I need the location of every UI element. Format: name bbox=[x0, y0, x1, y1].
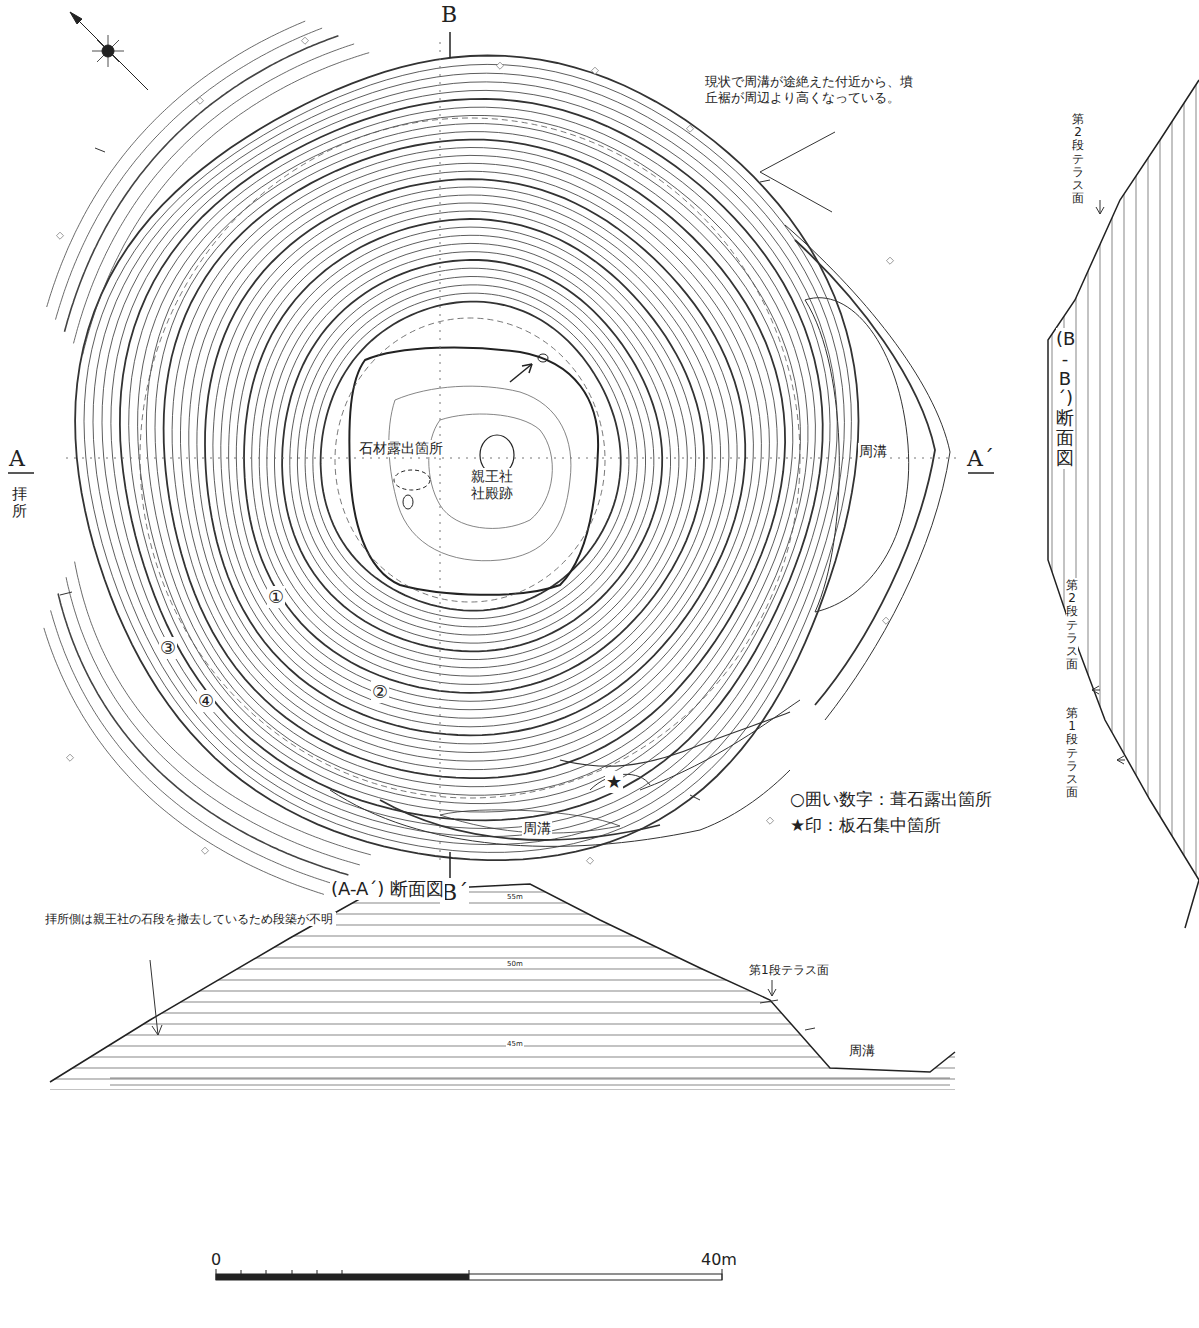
contour-line bbox=[313, 293, 629, 619]
contour-line bbox=[290, 268, 654, 643]
elevation-label: 55m bbox=[506, 893, 524, 901]
contour-line bbox=[75, 562, 371, 855]
elevation-label: 50m bbox=[506, 960, 524, 968]
contour-line bbox=[164, 140, 786, 779]
note-text: 拝所側は親王社の石段を撤去しているため段築が不明 bbox=[44, 912, 336, 926]
summit-plateau bbox=[349, 347, 598, 594]
estimated-outline bbox=[140, 118, 800, 798]
contour-line bbox=[102, 82, 837, 837]
section-b bbox=[1048, 60, 1199, 940]
contour-line bbox=[111, 90, 830, 828]
legend-entry: ○囲い数字：葺石露出箇所 bbox=[790, 788, 992, 811]
contour-line bbox=[244, 219, 704, 693]
callout-number: ① bbox=[267, 586, 285, 608]
contour-line bbox=[120, 99, 823, 820]
grid-ticks bbox=[60, 42, 960, 860]
section-letter: A´ bbox=[966, 446, 995, 472]
section-letter: A bbox=[8, 446, 26, 472]
contour-line bbox=[66, 577, 360, 865]
terrace-label: 第2段テラス面 bbox=[1072, 112, 1084, 206]
contour-line bbox=[267, 243, 679, 667]
contour-line bbox=[172, 148, 777, 770]
contour-line bbox=[321, 302, 621, 611]
elevation-label: 45m bbox=[506, 1040, 524, 1048]
place-name: 拝所 bbox=[12, 485, 27, 520]
contour-line bbox=[47, 21, 306, 307]
contour-line bbox=[44, 628, 324, 895]
contour-line bbox=[65, 36, 339, 332]
note-text: 現状で周溝が途絶えた付近から、墳丘裾が周辺より高くなっている。 bbox=[704, 74, 921, 105]
contour-line bbox=[155, 132, 793, 787]
contour-line bbox=[205, 179, 745, 735]
contour-line bbox=[51, 610, 337, 884]
terrace-label: 第1段テラス面 bbox=[1066, 706, 1078, 800]
contour-line bbox=[74, 44, 355, 344]
legend-entry: ★印：板石集中箇所 bbox=[790, 814, 941, 837]
terrace-label: 第1段テラス面 bbox=[748, 963, 830, 977]
star-marker: ★ bbox=[605, 771, 623, 793]
area-label: 石材露出箇所 bbox=[358, 440, 444, 457]
scale-label: 40m bbox=[700, 1250, 738, 1269]
section-title: (A-A´) 断面図 bbox=[330, 878, 445, 900]
section-title: (B-B´) 断面図 bbox=[1056, 328, 1074, 469]
contour-line bbox=[229, 203, 721, 710]
callout-number: ③ bbox=[159, 637, 177, 659]
section-letter: B bbox=[440, 2, 458, 28]
north-arrow bbox=[70, 12, 148, 90]
moat-label: 周溝 bbox=[848, 1043, 876, 1059]
contour-line bbox=[129, 107, 816, 812]
contour-line bbox=[259, 235, 687, 676]
contour-line bbox=[275, 252, 671, 660]
contour-line bbox=[213, 187, 737, 727]
contour-line bbox=[305, 285, 637, 627]
moat-label: 周溝 bbox=[522, 820, 552, 837]
terrace-label: 第2段テラス面 bbox=[1066, 578, 1078, 672]
note-bracket bbox=[760, 132, 835, 212]
contour-line bbox=[83, 53, 370, 355]
section-marker bbox=[8, 32, 994, 878]
contour-line bbox=[282, 260, 662, 651]
moat bbox=[640, 225, 950, 790]
survey-point bbox=[56, 37, 893, 864]
callout-number: ④ bbox=[197, 690, 215, 712]
contour-line bbox=[252, 227, 696, 684]
scale-bar bbox=[216, 1268, 722, 1280]
contour-line bbox=[93, 73, 844, 844]
contour-line bbox=[58, 594, 348, 875]
callout-number: ② bbox=[371, 681, 389, 703]
contour-line bbox=[236, 211, 712, 701]
contour-line bbox=[56, 28, 323, 320]
section-a bbox=[40, 884, 960, 1090]
contour-line bbox=[221, 195, 729, 718]
scale-label: 0 bbox=[210, 1250, 222, 1269]
moat bbox=[330, 712, 790, 846]
area-label: 親王社 社殿跡 bbox=[470, 468, 520, 502]
contour-line bbox=[146, 124, 800, 796]
contour-line bbox=[138, 116, 808, 804]
outer-contours bbox=[44, 21, 371, 894]
moat-label: 周溝 bbox=[858, 443, 888, 460]
contour-line bbox=[297, 277, 645, 636]
